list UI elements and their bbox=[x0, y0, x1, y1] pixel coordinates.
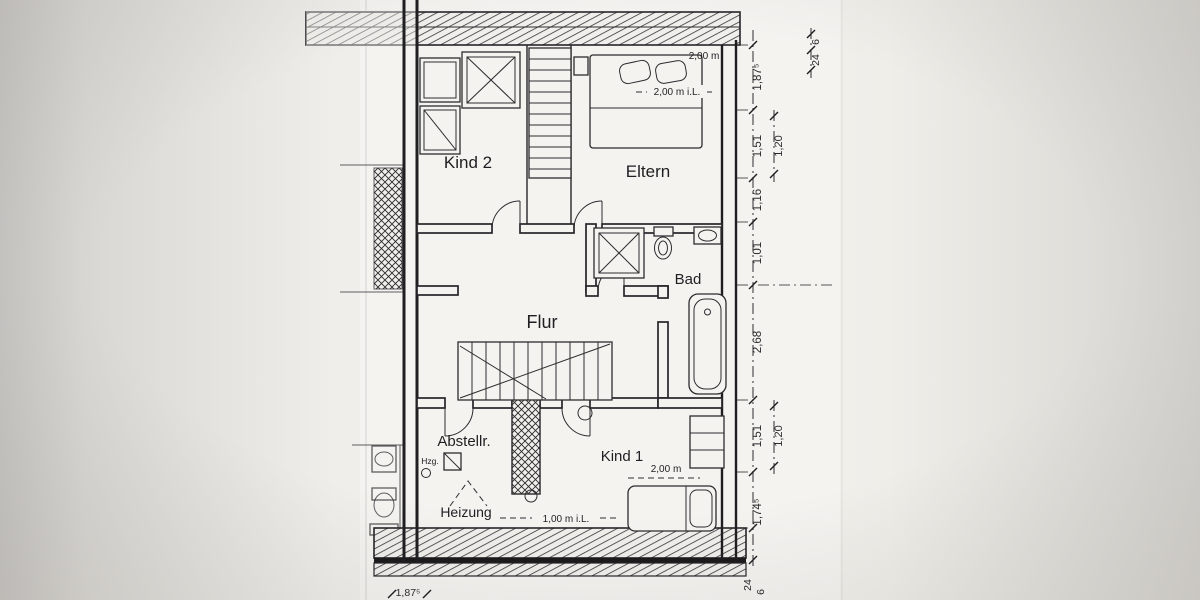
floor-plan-photo: Kind 2 Eltern Bad Flur Abstellr. Kind 1 … bbox=[0, 0, 1200, 600]
photo-vignette bbox=[0, 0, 1200, 600]
